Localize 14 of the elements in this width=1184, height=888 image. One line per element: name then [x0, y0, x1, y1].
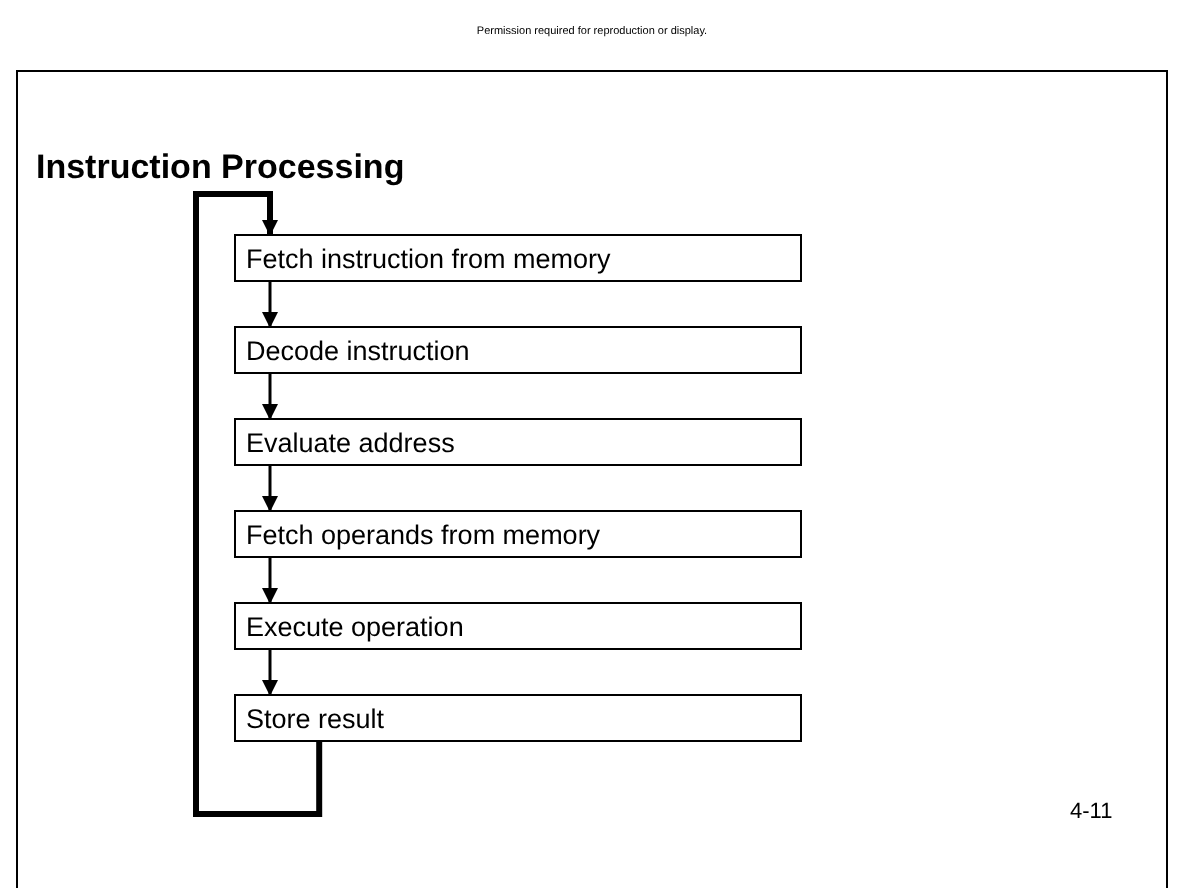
- process-box: Fetch instruction from memory: [234, 234, 802, 282]
- arrow: [262, 650, 278, 696]
- process-box: Fetch operands from memory: [234, 510, 802, 558]
- arrow: [262, 558, 278, 604]
- arrow: [262, 466, 278, 512]
- process-box: Evaluate address: [234, 418, 802, 466]
- page-number: 4-11: [1070, 800, 1113, 824]
- arrow: [193, 191, 323, 817]
- process-box: Store result: [234, 694, 802, 742]
- arrow: [262, 374, 278, 420]
- arrow: [262, 282, 278, 328]
- process-box: Decode instruction: [234, 326, 802, 374]
- process-box: Execute operation: [234, 602, 802, 650]
- slide-title: Instruction Processing: [36, 148, 405, 188]
